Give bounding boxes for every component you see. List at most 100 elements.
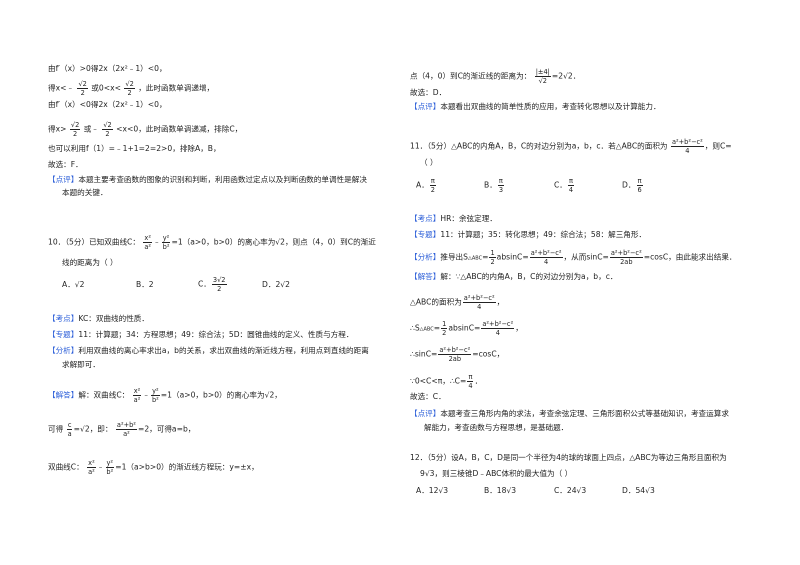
text: 双曲线C： bbox=[48, 462, 84, 472]
text: A． bbox=[416, 180, 429, 190]
numerator: a²+b²−c² bbox=[481, 320, 515, 329]
option-a: A．√2 bbox=[62, 280, 85, 289]
numerator: √2 bbox=[69, 121, 81, 130]
numerator: 1 bbox=[489, 249, 496, 258]
zhuanti-line: 【专题】11：计算题；34：方程思想；49：综合法；5D：圆锥曲线的定义、性质与… bbox=[48, 330, 353, 340]
denominator: 2 bbox=[72, 130, 78, 138]
denominator: 2 bbox=[490, 258, 495, 266]
text: 推导出S bbox=[440, 252, 468, 262]
solution-line: 故选：D． bbox=[410, 88, 447, 97]
numerator: π bbox=[467, 373, 474, 382]
text: ∵0<C<π，∴C= bbox=[410, 376, 467, 386]
jieda-tag: 【解答】 bbox=[410, 272, 441, 281]
fenxi-text: 利用双曲线的离心率求出a，b的关系，求出双曲线的渐近线方程，利用点到直线的距离 bbox=[78, 346, 369, 355]
denominator: 4 bbox=[468, 382, 473, 390]
text: =2√2． bbox=[551, 71, 581, 81]
numerator: π bbox=[636, 177, 643, 186]
option-d: D．2√2 bbox=[262, 280, 290, 289]
denominator: 4 bbox=[544, 258, 549, 266]
question-11: 11．（5分）△ABC的内角A，B，C的对边分别为a，b，c．若△ABC的面积为… bbox=[410, 138, 732, 155]
denominator: a² bbox=[144, 243, 152, 251]
kaodian-line: 【考点】KC：双曲线的性质． bbox=[48, 314, 149, 324]
numerator: √2 bbox=[102, 121, 113, 130]
denominator: b² bbox=[106, 468, 114, 476]
denominator: 6 bbox=[637, 186, 642, 194]
fraction: |±4|√2 bbox=[534, 68, 551, 85]
text: =√2，即： bbox=[73, 424, 113, 434]
numerator: a²+b² bbox=[115, 421, 137, 430]
denominator: 2 bbox=[127, 89, 132, 97]
fenxi-tag: 【分析】 bbox=[48, 346, 79, 355]
subscript: △ABC bbox=[467, 255, 483, 262]
numerator: c bbox=[66, 421, 73, 430]
numerator: x² bbox=[87, 459, 96, 468]
option-c: C．24√3 bbox=[554, 486, 587, 495]
denominator: 4 bbox=[568, 186, 574, 194]
jieda-line: 【解答】解：∵△ABC的内角A，B，C的对边分别为a，b，c． bbox=[410, 272, 617, 282]
option-b: B．2 bbox=[136, 280, 154, 289]
text: △ABC的面积为 bbox=[410, 297, 462, 307]
text: ，从而sinC= bbox=[563, 252, 609, 262]
numerator: a²+b²−c² bbox=[609, 249, 643, 258]
option-b: B．18√3 bbox=[484, 486, 517, 495]
denominator: 2 bbox=[442, 329, 447, 337]
denominator: 2 bbox=[217, 285, 222, 293]
denominator: a² bbox=[133, 396, 141, 404]
numerator: a²+b²−c² bbox=[462, 294, 496, 303]
denominator: 2 bbox=[80, 89, 85, 97]
numerator: 1 bbox=[441, 320, 448, 329]
comment-tag: 【点评】 bbox=[410, 102, 441, 111]
kaodian-text: KC：双曲线的性质． bbox=[78, 314, 149, 323]
comment-line: 本题的关键． bbox=[62, 188, 108, 197]
fenxi-tag: 【分析】 bbox=[410, 252, 441, 262]
numerator: a²+b²−c² bbox=[529, 249, 563, 258]
denominator: a² bbox=[88, 468, 95, 476]
denominator: 3 bbox=[498, 186, 504, 194]
text: =cosC， bbox=[472, 349, 505, 359]
text: =1（a>0，b>0）的离心率为√2，则点（4，0）到C的渐近 bbox=[171, 237, 376, 247]
question-10-cont: 线的距离为（ ） bbox=[62, 258, 118, 267]
numerator: y² bbox=[105, 459, 115, 468]
comment-tag: 【点评】 bbox=[410, 409, 441, 418]
comment-text: 本题看出双曲线的简单性质的应用，考查转化思想以及计算能力． bbox=[440, 102, 661, 111]
solution-line: 故选：C． bbox=[410, 392, 446, 401]
numerator: √2 bbox=[124, 80, 135, 89]
text: ∴S bbox=[410, 323, 420, 333]
denominator: b² bbox=[151, 396, 159, 404]
numerator: π bbox=[497, 177, 504, 186]
text: ∴sinC= bbox=[410, 349, 438, 359]
denominator: a bbox=[67, 430, 72, 438]
denominator: 2ab bbox=[448, 355, 462, 363]
solution-line: 故选：F． bbox=[48, 160, 83, 169]
text: ． bbox=[474, 376, 483, 386]
solution-line: 也可以利用f（1）=﹣1+1=2=2>0，排除A，B， bbox=[48, 144, 221, 153]
zhuanti-text: 11：计算题；34：方程思想；49：综合法；5D：圆锥曲线的定义、性质与方程． bbox=[78, 330, 354, 339]
text: ， bbox=[515, 323, 523, 333]
comment-line: 【点评】本题看出双曲线的简单性质的应用，考查转化思想以及计算能力． bbox=[410, 102, 661, 112]
numerator: π bbox=[429, 177, 436, 186]
numerator: a²+b²−c² bbox=[670, 138, 704, 147]
text: D． bbox=[622, 180, 636, 190]
